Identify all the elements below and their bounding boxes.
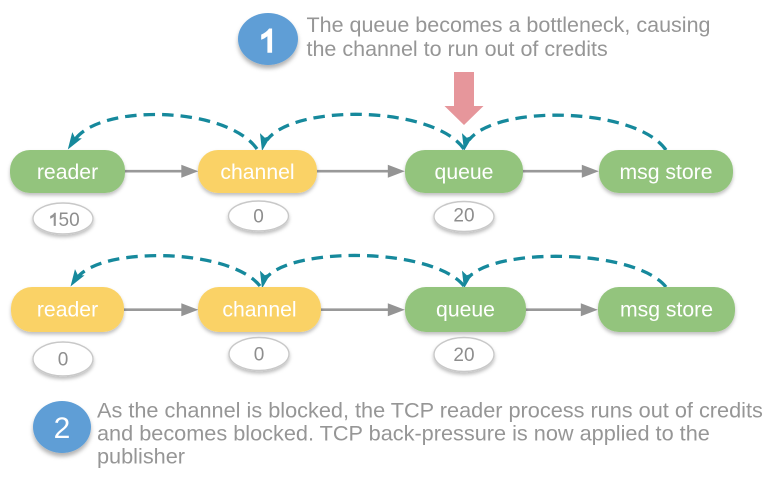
svg-text:The queue becomes a bottleneck: The queue becomes a bottleneck, causing <box>307 13 711 37</box>
svg-text:0: 0 <box>58 350 69 371</box>
svg-text:channel: channel <box>220 161 294 184</box>
svg-text:0: 0 <box>254 345 265 366</box>
svg-text:the channel to run out of cred: the channel to run out of credits <box>307 37 608 61</box>
svg-text:20: 20 <box>453 206 474 227</box>
svg-text:queue: queue <box>436 299 495 322</box>
svg-text:As the channel is blocked, the: As the channel is blocked, the TCP reade… <box>97 398 763 423</box>
svg-text:0: 0 <box>253 207 264 228</box>
svg-text:50: 50 <box>59 210 80 231</box>
svg-text:reader: reader <box>37 161 98 184</box>
svg-text:msg store: msg store <box>620 299 713 322</box>
svg-text:publisher: publisher <box>97 444 185 469</box>
svg-text:reader: reader <box>37 299 98 322</box>
svg-text:channel: channel <box>222 299 296 322</box>
svg-text:and becomes blocked. TCP back-: and becomes blocked. TCP back-pressure i… <box>97 421 710 446</box>
svg-text:msg store: msg store <box>619 161 712 184</box>
svg-text:queue: queue <box>435 161 494 184</box>
svg-text:2: 2 <box>54 412 71 445</box>
svg-text:20: 20 <box>453 345 474 366</box>
